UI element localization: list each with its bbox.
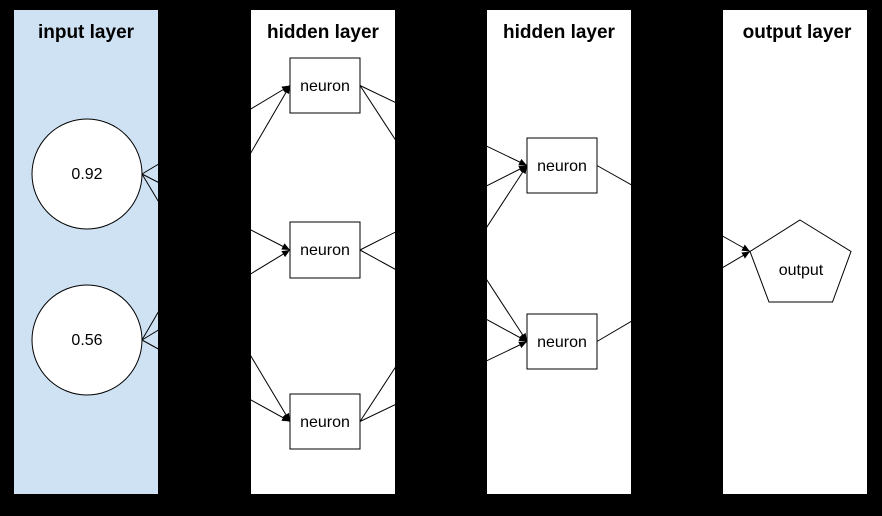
layer-panel-hidden-1: hidden layer neuron neuron neuron [251, 10, 395, 494]
hidden1-neuron-3-label: neuron [300, 414, 350, 431]
output-node-pentagon [749, 219, 852, 303]
hidden1-neuron-1-box [289, 57, 361, 114]
input-layer-panel [14, 10, 158, 494]
hidden1-neuron-2-label: neuron [300, 242, 350, 259]
edge-h1n3-h2n2 [359, 341, 528, 422]
edge-h1n3-h2n1 [359, 165, 528, 422]
edges [141, 85, 751, 422]
output-node-label: output [779, 262, 824, 279]
edge-in1-h1n1 [141, 85, 291, 175]
hidden1-neuron-1-label: neuron [300, 78, 350, 95]
hidden2-neuron-1-box [526, 137, 598, 194]
hidden2-neuron-2-box [526, 313, 598, 370]
hidden-layer-2-panel [487, 10, 631, 494]
edge-h1n2-h2n1 [359, 165, 528, 251]
edge-in1-h1n3 [141, 173, 291, 422]
hidden1-neuron-2-box [289, 221, 361, 279]
edge-in2-h1n1 [141, 85, 291, 341]
hidden2-neuron-2-label: neuron [537, 334, 587, 351]
layer-panel-output: output layer output [723, 10, 867, 494]
input-layer-title: input layer [38, 22, 135, 43]
hidden-layer-2-title: hidden layer [503, 22, 616, 43]
edge-h1n2-h2n2 [359, 249, 528, 342]
output-layer-title: output layer [743, 22, 852, 43]
edge-in2-h1n3 [141, 339, 291, 422]
edge-h1n1-h2n1 [359, 85, 528, 166]
hidden-layer-1-title: hidden layer [267, 22, 380, 43]
layer-panel-hidden-2: hidden layer neuron neuron [487, 10, 631, 494]
edge-h1n1-h2n2 [359, 85, 528, 342]
input-node-1-value: 0.92 [71, 166, 102, 183]
edge-h2n1-out1 [596, 165, 751, 252]
layer-panel-input: input layer 0.92 0.56 [14, 10, 158, 494]
edge-in2-h1n2 [141, 249, 291, 341]
input-node-2-value: 0.56 [71, 332, 102, 349]
hidden1-neuron-3-box [289, 393, 361, 450]
edge-h2n2-out1 [596, 251, 751, 342]
hidden2-neuron-1-label: neuron [537, 158, 587, 175]
